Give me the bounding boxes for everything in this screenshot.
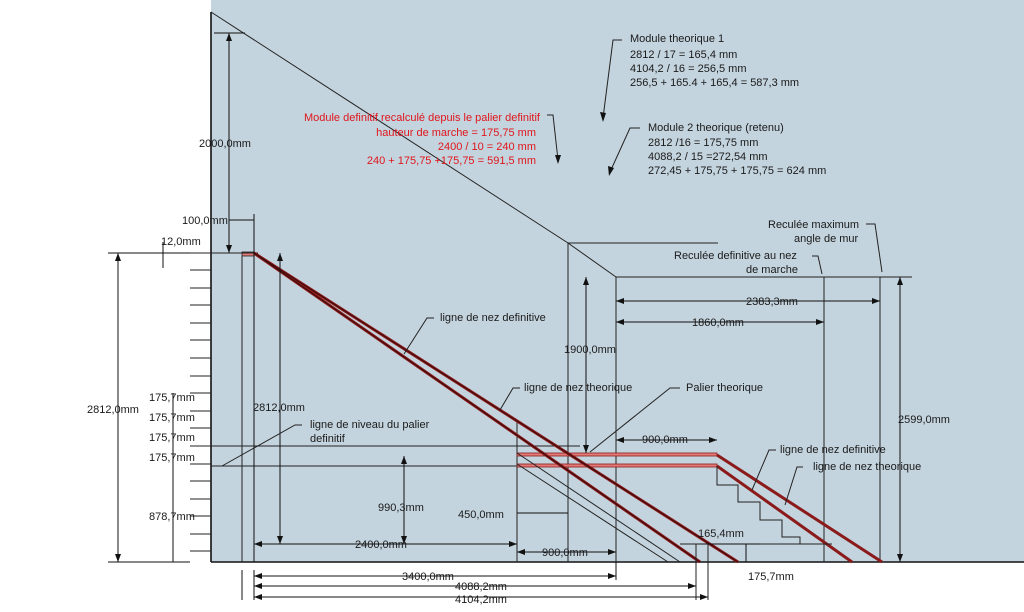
module2-title: Module 2 theorique (retenu) xyxy=(648,122,784,134)
label-palier-theo: Palier theorique xyxy=(686,382,763,394)
label-recul-max2: angle de mur xyxy=(794,233,859,245)
final-title: Module definitif recalculé depuis le pal… xyxy=(304,112,541,124)
dim-1900: 1900,0mm xyxy=(564,344,616,356)
main-stringers xyxy=(253,251,739,564)
label-nez-def-2: ligne de nez definitive xyxy=(780,444,886,456)
dim-175-c: 175,7mm xyxy=(149,432,195,444)
final-line2: 2400 / 10 = 240 mm xyxy=(438,141,536,153)
dim-900-a: 900,0mm xyxy=(542,547,588,559)
dim-878: 878,7mm xyxy=(149,511,195,523)
dim-4104: 4104,2mm xyxy=(455,594,507,606)
leader-lines xyxy=(221,39,883,506)
middle-dimensions xyxy=(254,277,717,555)
final-line3: 240 + 175,75 +175,75 = 591,5 mm xyxy=(367,155,536,167)
lower-stringers xyxy=(716,453,883,564)
module1-line3: 256,5 + 165.4 + 165,4 = 587,3 mm xyxy=(630,77,799,89)
dim-2812-inner: 2812,0mm xyxy=(253,402,305,414)
landing xyxy=(211,445,718,468)
label-recul-def2: de marche xyxy=(746,264,798,276)
dim-175-d: 175,7mm xyxy=(149,452,195,464)
dim-100: 100,0mm xyxy=(182,215,228,227)
module2-line3: 272,45 + 175,75 + 175,75 = 624 mm xyxy=(648,165,826,177)
wall-level-ticks xyxy=(190,269,211,552)
dim-2599: 2599,0mm xyxy=(898,414,950,426)
dim-12: 12,0mm xyxy=(161,236,201,248)
dim-900-b: 900,0mm xyxy=(642,434,688,446)
label-nez-theo-1: ligne de nez theorique xyxy=(524,382,632,394)
dim-2812-left: 2812,0mm xyxy=(87,404,139,416)
dim-4088: 4088,2mm xyxy=(455,581,507,593)
final-line1: hauteur de marche = 175,75 mm xyxy=(376,127,536,139)
label-nez-def-1: ligne de nez definitive xyxy=(440,312,546,324)
label-recul-max: Reculée maximum xyxy=(768,219,859,231)
left-dimensions xyxy=(108,32,283,563)
dim-450: 450,0mm xyxy=(458,509,504,521)
label-nez-theo-2: ligne de nez theorique xyxy=(813,461,921,473)
ref-perspective xyxy=(567,242,617,278)
module2-line2: 4088,2 / 15 =272,54 mm xyxy=(648,151,768,163)
module2-line1: 2812 /16 = 175,75 mm xyxy=(648,137,758,149)
dim-175-a: 175,7mm xyxy=(149,392,195,404)
dim-2383: 2383,3mm xyxy=(746,296,798,308)
module1-line2: 4104,2 / 16 = 256,5 mm xyxy=(630,63,747,75)
label-niveau-palier2: definitif xyxy=(310,433,346,445)
module1-line1: 2812 / 17 = 165,4 mm xyxy=(630,49,737,61)
left-margin xyxy=(0,0,211,612)
dim-175-b: 175,7mm xyxy=(149,412,195,424)
bottom-dimensions xyxy=(241,562,708,600)
ground-area xyxy=(0,562,1024,612)
dim-2400: 2400,0mm xyxy=(355,539,407,551)
label-recul-def: Reculée definitive au nez xyxy=(674,250,797,262)
right-dimensions xyxy=(616,277,903,562)
lower-steps xyxy=(716,466,832,545)
dim-165: 165,4mm xyxy=(698,528,744,540)
dim-990: 990,3mm xyxy=(378,502,424,514)
dim-175-bottom: 175,7mm xyxy=(748,571,794,583)
dim-3400: 3400,0mm xyxy=(402,571,454,583)
ceiling-slope xyxy=(210,11,569,244)
module1-title: Module theorique 1 xyxy=(630,33,724,45)
label-niveau-palier: ligne de niveau du palier xyxy=(310,419,430,431)
dim-1860: 1860,0mm xyxy=(692,317,744,329)
dim-2000: 2000,0mm xyxy=(199,138,251,150)
